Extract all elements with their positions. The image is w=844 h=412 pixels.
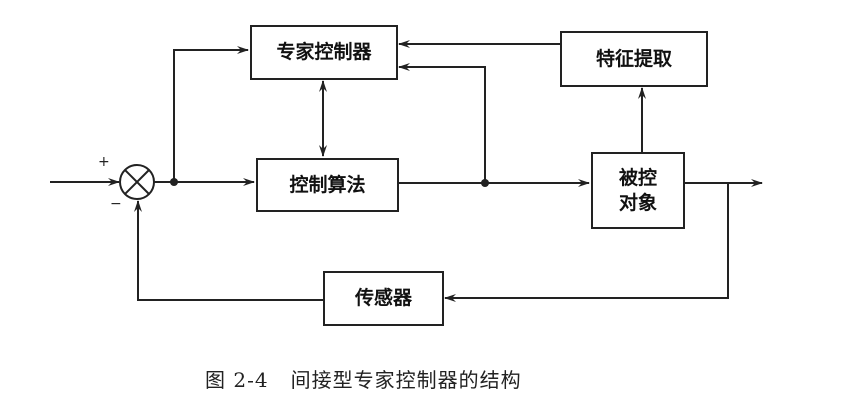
- block-label: 传感器: [354, 287, 412, 310]
- figure-title: 间接型专家控制器的结构: [290, 368, 522, 392]
- control-signal-to-expert: [398, 63, 486, 183]
- summing-junction: [119, 164, 155, 200]
- sensor-block: 传感器: [323, 271, 444, 326]
- block-label: 控制算法: [289, 173, 366, 196]
- branch-point: [481, 179, 489, 187]
- control-algorithm-block: 控制算法: [256, 158, 399, 212]
- sensor-feedback: [134, 200, 323, 301]
- expert-controller-block: 专家控制器: [250, 25, 398, 80]
- output-to-sensor: [444, 183, 729, 302]
- plant-block: 被控对象: [591, 152, 685, 229]
- block-label: 对象: [618, 191, 657, 214]
- block-label: 专家控制器: [276, 41, 372, 64]
- block-label: 特征提取: [595, 47, 672, 70]
- block-label: 被控: [618, 166, 657, 189]
- minus-sign: −: [110, 196, 122, 212]
- branch-point: [170, 178, 178, 186]
- error-to-expert: [173, 46, 249, 182]
- plus-sign: +: [98, 154, 110, 170]
- figure-number: 图 2-4: [205, 368, 269, 392]
- feature-extraction-block: 特征提取: [560, 31, 708, 87]
- figure-caption: 图 2-4 间接型专家控制器的结构: [205, 364, 544, 393]
